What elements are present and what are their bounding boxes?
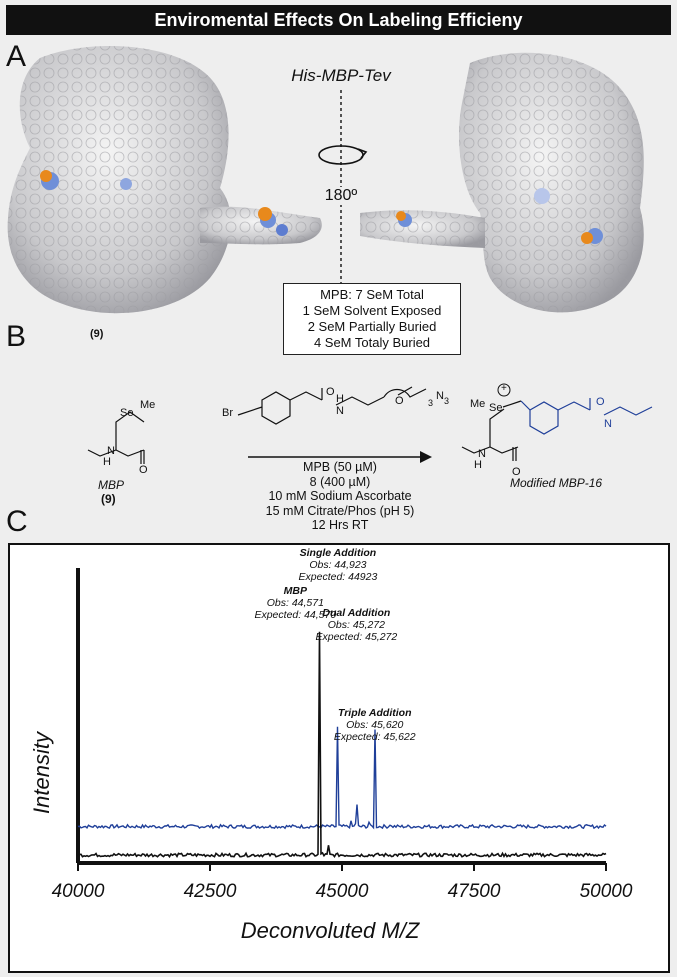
atom-label: O — [139, 464, 148, 476]
product-name: Modified MBP-16 — [510, 476, 603, 490]
protein-right — [360, 52, 644, 313]
figure-title: Enviromental Effects On Labeling Efficie… — [6, 5, 671, 35]
info-line: 1 SeM Solvent Exposed — [302, 303, 442, 318]
atom-label: O — [395, 395, 404, 407]
condition-line: 15 mM Citrate/Phos (pH 5) — [265, 503, 415, 518]
condition-line: 12 Hrs RT — [311, 518, 369, 532]
reactant-id: (9) — [101, 492, 116, 506]
charge-label: + — [501, 383, 507, 394]
y-axis-label-wrap: Intensity — [12, 700, 72, 860]
atom-label: N — [107, 445, 115, 457]
protein-left — [7, 46, 322, 314]
x-axis-label: Deconvoluted M/Z — [240, 918, 420, 943]
atom-label: H — [103, 456, 111, 468]
x-tick-label: 42500 — [184, 881, 237, 902]
panel-label-c: C — [6, 505, 28, 538]
atom-label: N — [336, 405, 344, 417]
spectrum-series — [77, 631, 607, 859]
atom-label: Me — [470, 398, 486, 410]
protein-label: His-MBP-Tev — [291, 66, 391, 85]
protein-surface-illustration — [7, 46, 644, 314]
info-line: MPB: 7 SeM Total — [320, 287, 424, 302]
panel-label-b: B — [6, 320, 27, 353]
reaction-conditions: MPB (50 µM) 8 (400 µM) 10 mM Sodium Asco… — [240, 460, 440, 533]
chart-frame — [8, 543, 670, 973]
x-tick-label: 50000 — [580, 881, 633, 902]
atom-label: N — [478, 448, 486, 460]
subscript: 3 — [428, 398, 434, 408]
condition-line: MPB (50 µM) — [303, 460, 377, 474]
x-tick-label: 45000 — [316, 881, 369, 902]
atom-label: N — [604, 418, 612, 430]
panel-label-a: A — [6, 40, 27, 73]
atom-label: O — [596, 396, 605, 408]
condition-line: 8 (400 µM) — [309, 474, 371, 489]
y-axis-label: Intensity — [29, 732, 54, 814]
condition-line: 10 mM Sodium Ascorbate — [268, 489, 412, 503]
sem-info-box: MPB: 7 SeM Total 1 SeM Solvent Exposed 2… — [283, 283, 461, 355]
atom-label: Se — [489, 402, 503, 414]
atom-label: N — [436, 390, 444, 402]
x-tick-label: 47500 — [448, 881, 501, 902]
spectrum-series — [77, 726, 607, 830]
atom-label: H — [474, 459, 482, 471]
rotation-label: 180º — [318, 187, 364, 205]
info-line: 2 SeM Partially Buried — [307, 319, 437, 334]
subscript: 3 — [444, 396, 450, 406]
rotation-arrow — [318, 145, 364, 165]
compound-id-a: (9) — [90, 328, 104, 340]
reaction-scheme — [87, 383, 653, 464]
charge-circle — [497, 383, 511, 397]
atom-label: O — [512, 466, 521, 478]
atom-label: Me — [140, 399, 156, 411]
x-tick-label: 40000 — [52, 881, 105, 902]
atom-label: H — [336, 393, 344, 405]
atom-label: Br — [222, 407, 233, 419]
atom-label: Se — [120, 407, 134, 419]
mass-spectrum-chart: 40000 42500 45000 47500 50000 — [52, 568, 633, 902]
info-line: 4 SeM Totaly Buried — [313, 335, 431, 350]
reactant-name: MBP — [98, 478, 125, 492]
atom-label: O — [326, 386, 335, 398]
